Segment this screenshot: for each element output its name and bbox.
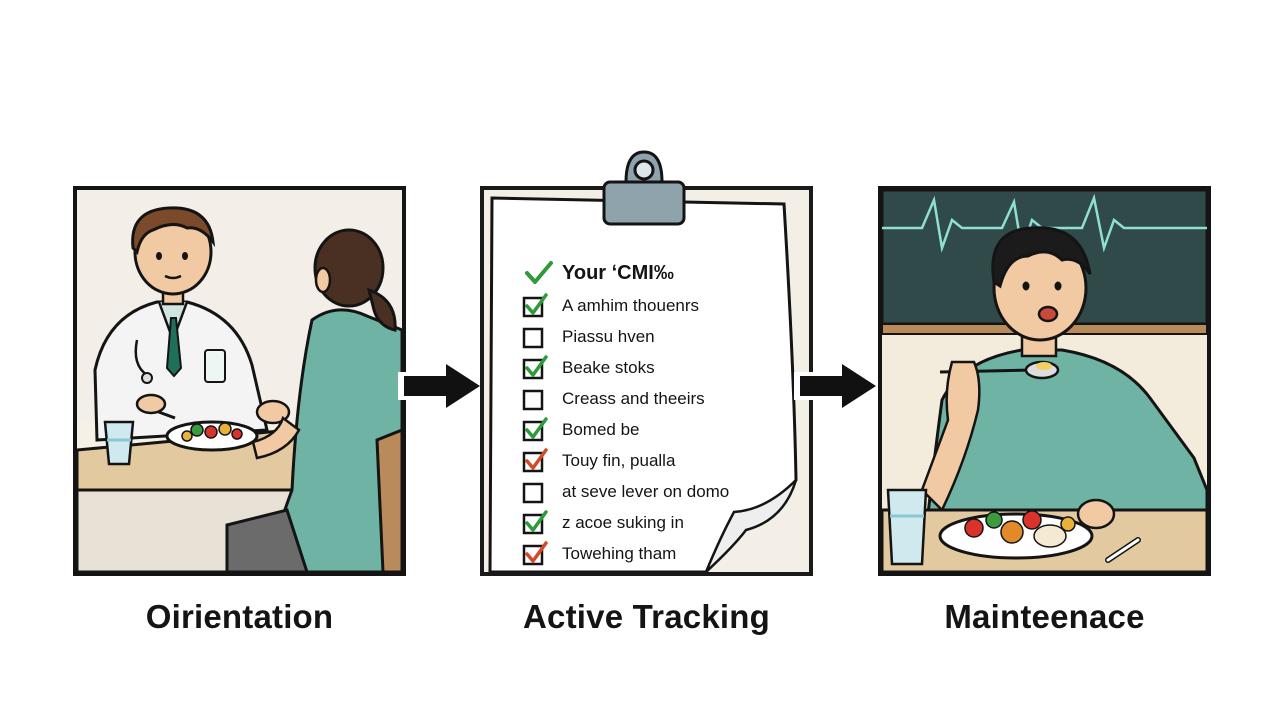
checklist-item: Piassu hven xyxy=(522,321,794,352)
checklist-item-text: Bomed be xyxy=(562,419,640,439)
checkbox-icon xyxy=(522,482,544,503)
arrow-right-icon xyxy=(398,356,486,416)
checklist-header-text: Your ʻCMI‰ xyxy=(562,261,674,284)
checkmark-icon xyxy=(525,261,553,284)
stage-label-orientation: Oirientation xyxy=(145,598,334,635)
checklist-item: at seve lever on domo xyxy=(522,476,794,507)
clipboard-illustration xyxy=(484,190,809,572)
checklist-item: Touy fin, pualla xyxy=(522,445,794,476)
checklist-item: Towehing tham xyxy=(522,538,794,569)
checklist-item: z acoe suking in xyxy=(522,507,794,538)
checkbox-icon xyxy=(522,416,548,441)
checklist-header: Your ʻCMI‰ xyxy=(524,256,794,290)
stage-label-maintenance: Mainteenace xyxy=(944,598,1145,635)
panel-maintenance xyxy=(878,186,1211,576)
orientation-illustration xyxy=(77,190,402,572)
checkbox-icon xyxy=(522,327,544,348)
checklist-item: Bomed be xyxy=(522,414,794,445)
checklist-item-text: A amhim thouenrs xyxy=(562,295,700,315)
arrow-right-icon xyxy=(794,356,882,416)
panel-orientation xyxy=(73,186,406,576)
maintenance-illustration xyxy=(882,190,1207,572)
checklist-item: Beake stoks xyxy=(522,352,794,383)
checklist-item-text: at seve lever on domo xyxy=(562,481,730,501)
checkbox-icon xyxy=(522,354,548,379)
checkbox-icon xyxy=(522,292,548,317)
checkbox-icon xyxy=(522,389,544,410)
checkbox-icon xyxy=(522,447,548,472)
checklist-item-text: Towehing tham xyxy=(562,543,677,563)
checkbox-icon xyxy=(522,509,548,534)
checklist-item: A amhim thouenrs xyxy=(522,290,794,321)
checklist-item-text: Beake stoks xyxy=(562,357,655,377)
checklist-item-text: Touy fin, pualla xyxy=(562,450,676,470)
checklist-item-text: Creass and theeirs xyxy=(562,388,705,408)
checklist-item: Creass and theeirs xyxy=(522,383,794,414)
checklist-item-text: Piassu hven xyxy=(562,326,655,346)
checkbox-icon xyxy=(522,540,548,565)
stage-label-active-tracking: Active Tracking xyxy=(523,598,770,635)
checklist-item-text: z acoe suking in xyxy=(562,512,684,532)
clipboard-clip-icon xyxy=(602,150,686,226)
